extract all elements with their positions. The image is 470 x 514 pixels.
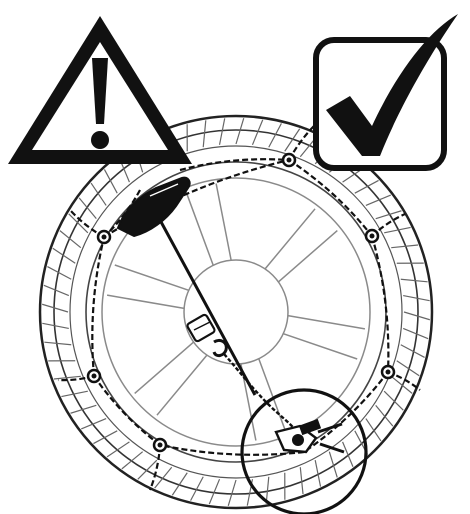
checkmark-box-icon <box>316 14 458 168</box>
chain-ring-center <box>92 374 97 379</box>
chain-ring-center <box>287 158 292 163</box>
tread-mark <box>44 342 71 345</box>
tread-mark <box>81 419 106 429</box>
tread-mark <box>104 169 117 193</box>
warning-triangle-icon <box>8 16 192 164</box>
tread-mark <box>236 118 244 144</box>
tread-mark <box>60 231 81 248</box>
tread-mark <box>42 323 68 328</box>
rim-spoke <box>265 209 337 282</box>
tread-mark <box>220 118 225 144</box>
tread-mark <box>404 312 430 320</box>
rim-spoke <box>135 342 207 415</box>
rim-spoke <box>283 316 365 359</box>
snow-chain <box>58 120 420 490</box>
tread-mark <box>343 442 353 467</box>
tread-mark <box>228 480 236 506</box>
chain-ring-center <box>158 443 163 448</box>
tread-mark <box>401 279 428 282</box>
tread-mark <box>155 467 172 488</box>
rim-spoke <box>186 184 231 266</box>
tread-mark <box>366 195 391 205</box>
tread-mark <box>403 296 429 301</box>
chain-ring-center <box>102 235 107 240</box>
tread-mark <box>384 391 403 410</box>
tread-mark <box>355 180 379 193</box>
tensioner-mechanism <box>276 419 344 452</box>
tread-mark <box>203 120 206 147</box>
chain-ring-center <box>386 370 391 375</box>
tread-mark <box>42 304 68 312</box>
tread-mark <box>93 431 117 444</box>
rim-spoke <box>107 265 189 308</box>
tread-mark <box>391 376 412 393</box>
chain-segment <box>304 372 388 452</box>
chain-ring-center <box>370 234 375 239</box>
